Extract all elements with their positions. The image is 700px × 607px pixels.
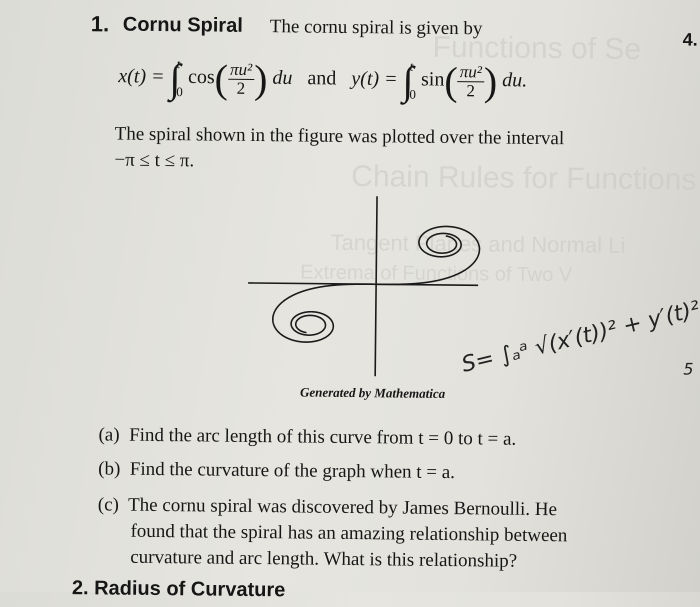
part-c-line-1: The cornu spiral was discovered by James… — [127, 494, 558, 521]
part-c-line-3: curvature and arc length. What is this r… — [130, 546, 518, 572]
part-c-label: (c) — [97, 494, 120, 516]
part-a: (a) Find the arc length of this curve fr… — [98, 422, 516, 452]
part-b-text: Find the curvature of the graph when t =… — [129, 458, 456, 484]
next-problem-fragment: 2. Radius of Curvature — [71, 577, 286, 602]
part-a-text: Find the arc length of this curve from t… — [129, 424, 517, 450]
part-a-label: (a) — [98, 424, 120, 446]
figure-caption: Generated by Mathematica — [299, 384, 446, 402]
y-axis — [374, 196, 378, 377]
part-b: (b) Find the curvature of the graph when… — [98, 456, 455, 486]
spiral-curve — [272, 225, 481, 343]
part-b-label: (b) — [98, 458, 121, 480]
handwritten-margin-mark: 5 — [683, 359, 694, 379]
